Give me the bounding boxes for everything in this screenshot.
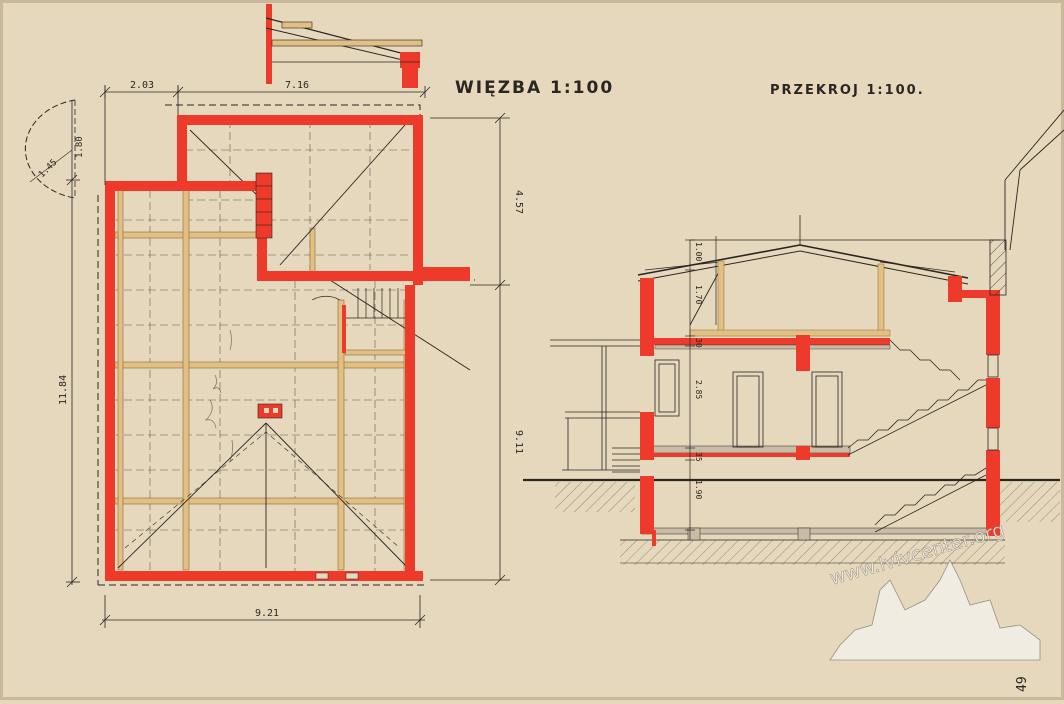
dim-height-upper: 4.57 <box>513 190 524 214</box>
city-skyline-logo <box>829 559 1041 661</box>
dim-ridge: 1.00 <box>694 242 703 261</box>
section-chimney <box>989 239 1007 296</box>
section-walls <box>640 276 1000 536</box>
section-stair <box>847 339 987 533</box>
dim-attic: 1.70 <box>694 285 703 304</box>
section-openings <box>654 354 999 451</box>
dim-height-left: 11.84 <box>58 375 69 405</box>
dim-floor-height: 2.85 <box>694 380 703 399</box>
eave-detail <box>265 4 423 88</box>
dim-offset-top: 2.03 <box>130 80 154 91</box>
dim-slab-lower: 35 <box>694 452 703 462</box>
chimney-north <box>255 172 273 239</box>
dim-width-top: 7.16 <box>285 80 309 91</box>
dim-radius-b: 1.80 <box>75 136 85 158</box>
dim-width-bottom: 9.21 <box>255 608 279 619</box>
chimney-central <box>257 403 283 419</box>
dim-slab-upper: 30 <box>694 338 703 348</box>
section-drawing: 1.00 1.70 30 2.85 35 1.90 <box>523 109 1064 565</box>
dim-height-right: 9.11 <box>513 430 524 454</box>
bay-outline <box>24 99 76 199</box>
corner-mark: 49 <box>1015 676 1030 692</box>
dim-basement: 1.90 <box>694 480 703 499</box>
roof-plan-title: WIĘZBA 1:100 <box>455 78 614 98</box>
roof-plan: 2.03 7.16 9.21 11.84 9.11 4.57 1.45 1.80 <box>24 80 524 628</box>
plan-stair <box>346 288 405 319</box>
terrace <box>550 339 640 471</box>
section-title: PRZEKROJ 1:100. <box>770 83 925 98</box>
